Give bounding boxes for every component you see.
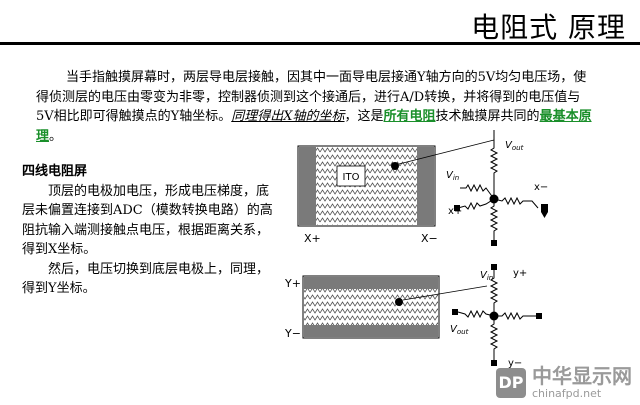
y-minus-label: Y− <box>284 327 301 340</box>
y-plus-label: Y+ <box>284 277 301 290</box>
section-heading: 四线电阻屏 <box>22 164 88 179</box>
intro-basic-principle: 最基本原理 <box>36 109 592 144</box>
bottom-term-y-minus: y− <box>508 358 522 369</box>
bottom-vout-label: Vout <box>450 324 469 336</box>
top-panel: ITO X+ X− <box>297 139 495 245</box>
top-circuit: Vout Vin x− x+ <box>446 130 548 246</box>
section-para-1: 顶层的电极加电压，形成电压梯度，底层未偏置连接到ADC（模数转换电路）的高阻抗输… <box>22 183 273 258</box>
x-plus-label: X+ <box>304 232 321 245</box>
watermark-logo: DP <box>496 367 526 398</box>
intro-text-2: 技术触摸屏共同的 <box>435 109 540 124</box>
section-para-2: 然后，电压切换到底层电极上，同理，得到Y坐标。 <box>22 261 270 297</box>
top-vout-label: Vout <box>505 140 524 152</box>
page-title: 电阻式 原理 <box>471 11 626 44</box>
bottom-electrode-top <box>304 277 438 289</box>
bottom-electrode-bottom <box>304 325 438 337</box>
bottom-vin-label: Vin <box>480 270 493 282</box>
intro-paragraph: 当手指触摸屏幕时，两层导电层接触，因其中一面导电层接通Y轴方向的5V均匀电压场，… <box>36 68 596 146</box>
top-electrode-right <box>417 147 434 225</box>
intro-connector: ，这是 <box>344 109 384 124</box>
intro-end: 。 <box>49 128 63 144</box>
top-term-x-minus: x− <box>534 182 548 193</box>
top-electrode-left <box>299 147 316 225</box>
watermark-name: 中华显示网 <box>532 364 632 388</box>
four-wire-section: 四线电阻屏 顶层的电极加电压，形成电压梯度，底层未偏置连接到ADC（模数转换电路… <box>22 162 277 299</box>
top-contact-point <box>391 162 399 170</box>
watermark-url: chinafpd.net <box>532 387 602 400</box>
top-node <box>489 194 499 204</box>
top-term-x-plus: x+ <box>448 206 462 217</box>
intro-text: 当手指触摸屏幕时，两层导电层接触，因其中一面导电层接通Y轴方向的5V均匀电压场，… <box>36 70 587 124</box>
bottom-term-y-plus: y+ <box>513 268 527 279</box>
watermark: DP 中华显示网 chinafpd.net <box>496 366 632 399</box>
top-vin-label: Vin <box>446 170 459 182</box>
bottom-node <box>489 311 499 321</box>
intro-x-axis-text: 同理得出X轴的坐标 <box>231 109 345 124</box>
bottom-circuit: Vin Vout y+ y− <box>450 264 542 369</box>
bottom-contact-point <box>395 298 403 306</box>
title-divider <box>0 42 640 45</box>
intro-all-resistive: 所有电阻 <box>383 109 436 124</box>
ito-label: ITO <box>343 172 360 183</box>
x-minus-label: X− <box>421 232 438 245</box>
bottom-panel: Y+ Y− <box>284 275 488 340</box>
